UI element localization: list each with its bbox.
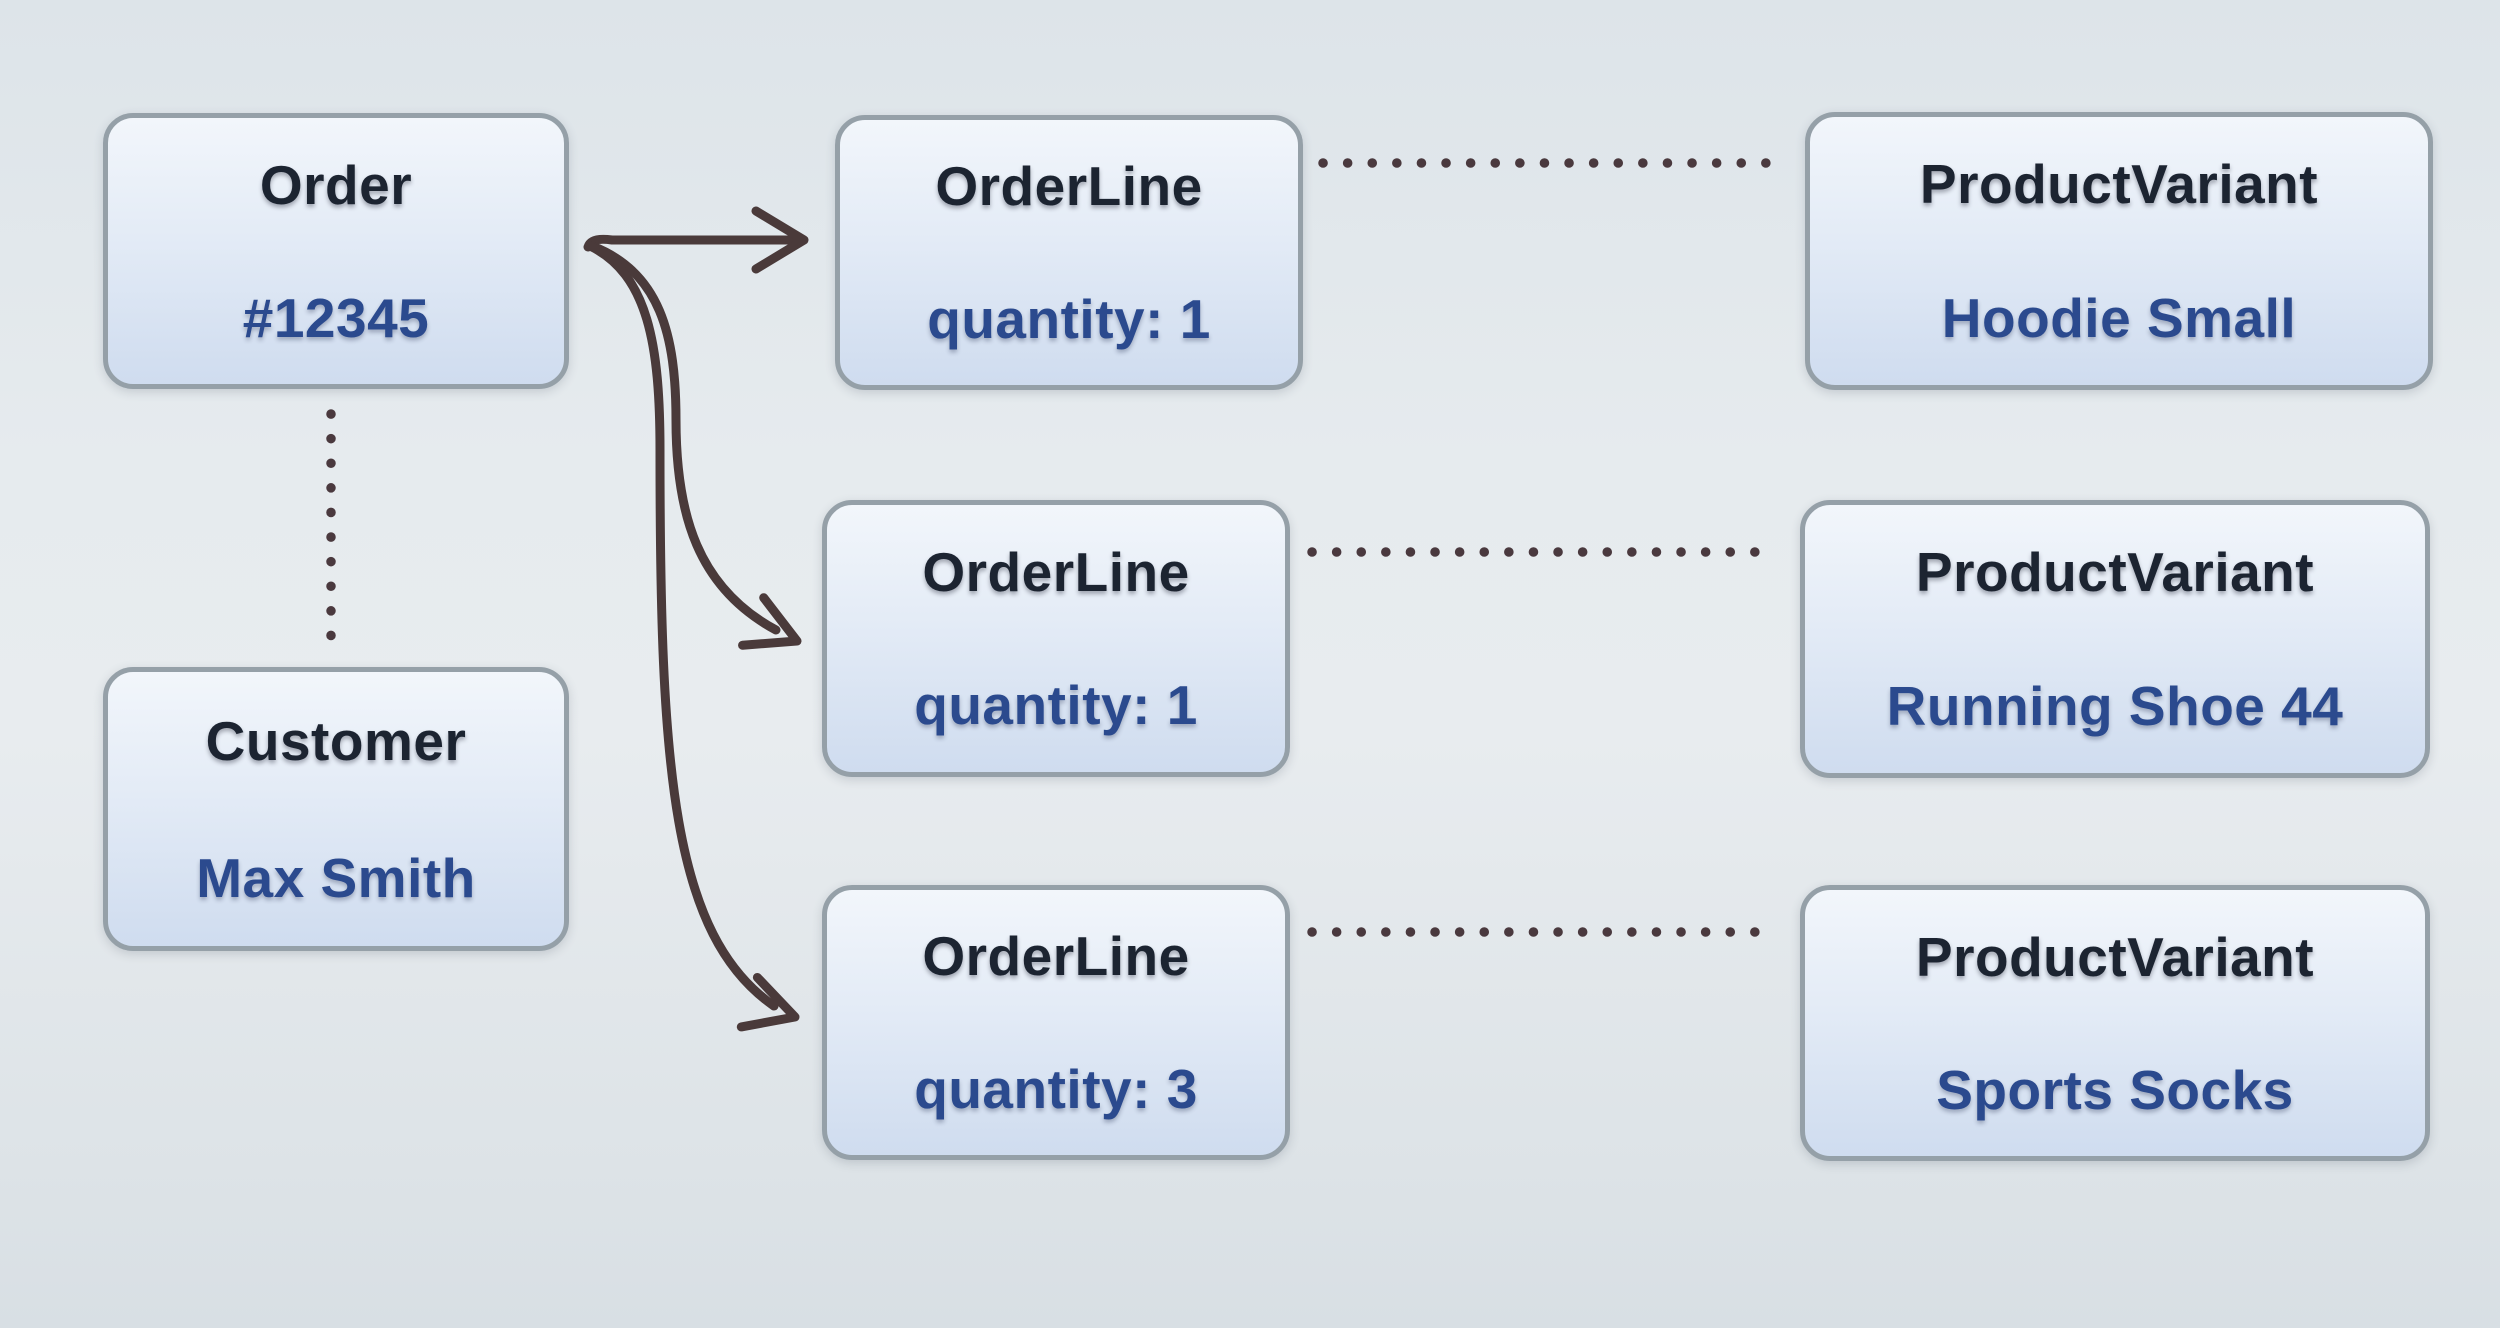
node-value: quantity: 1 [914,674,1198,737]
node-title: OrderLine [935,155,1203,218]
node-orderline-2: OrderLine quantity: 1 [822,500,1290,777]
node-value: quantity: 1 [927,287,1211,350]
arrow-order-to-orderline-3 [585,241,800,1032]
node-value: Running Shoe 44 [1886,675,2344,737]
node-value: Sports Socks [1936,1058,2294,1121]
node-orderline-3: OrderLine quantity: 3 [822,885,1290,1160]
node-customer: Customer Max Smith [103,667,569,951]
node-title: OrderLine [922,925,1190,988]
node-value: quantity: 3 [914,1057,1198,1120]
node-value: Max Smith [196,846,476,909]
node-value: #12345 [242,286,430,349]
node-title: ProductVariant [1915,925,2315,988]
node-orderline-1: OrderLine quantity: 1 [835,115,1303,390]
node-title: ProductVariant [1915,541,2315,603]
node-title: ProductVariant [1919,153,2319,215]
node-productvariant-2: ProductVariant Running Shoe 44 [1800,500,2430,778]
node-productvariant-1: ProductVariant Hoodie Small [1805,112,2433,390]
arrow-order-to-orderline-2 [587,241,802,650]
node-title: OrderLine [922,540,1190,603]
node-productvariant-3: ProductVariant Sports Socks [1800,885,2430,1161]
node-title: Order [259,153,413,216]
node-value: Hoodie Small [1941,287,2297,349]
node-order: Order #12345 [103,113,569,389]
node-title: Customer [205,709,467,772]
